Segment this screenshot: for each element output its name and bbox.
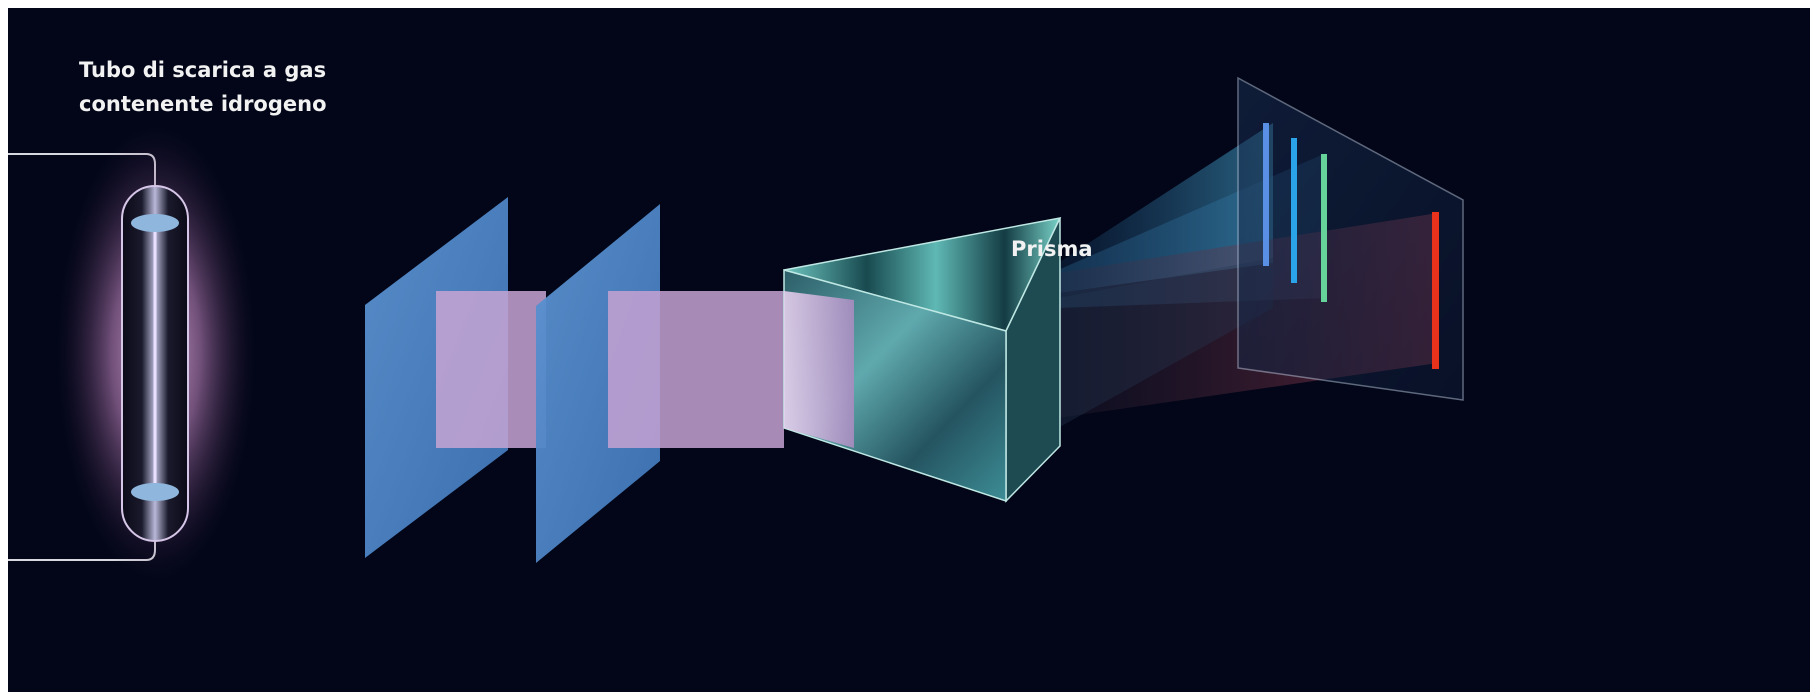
red-line (1432, 212, 1439, 369)
bottom-electrode (131, 483, 179, 501)
prism-label: Prisma (1011, 237, 1093, 261)
top-electrode (131, 214, 179, 232)
light-beam-segment (608, 291, 784, 448)
tube-label-line2: contenente idrogeno (79, 92, 327, 116)
tube-label-line1: Tubo di scarica a gas (79, 58, 327, 82)
diagram-artwork (8, 76, 1464, 583)
violet-line (1263, 123, 1269, 266)
tube-label: Tubo di scarica a gas contenente idrogen… (79, 53, 327, 121)
prism (783, 216, 1062, 503)
gas-discharge-tube (56, 123, 256, 583)
cyan-line (1321, 154, 1327, 302)
light-beam-segment (436, 291, 546, 448)
detector-screen (1237, 76, 1464, 401)
spectroscope-diagram: Tubo di scarica a gas contenente idrogen… (8, 8, 1810, 692)
blue-line (1291, 138, 1297, 283)
prism-entry-light (784, 291, 854, 448)
